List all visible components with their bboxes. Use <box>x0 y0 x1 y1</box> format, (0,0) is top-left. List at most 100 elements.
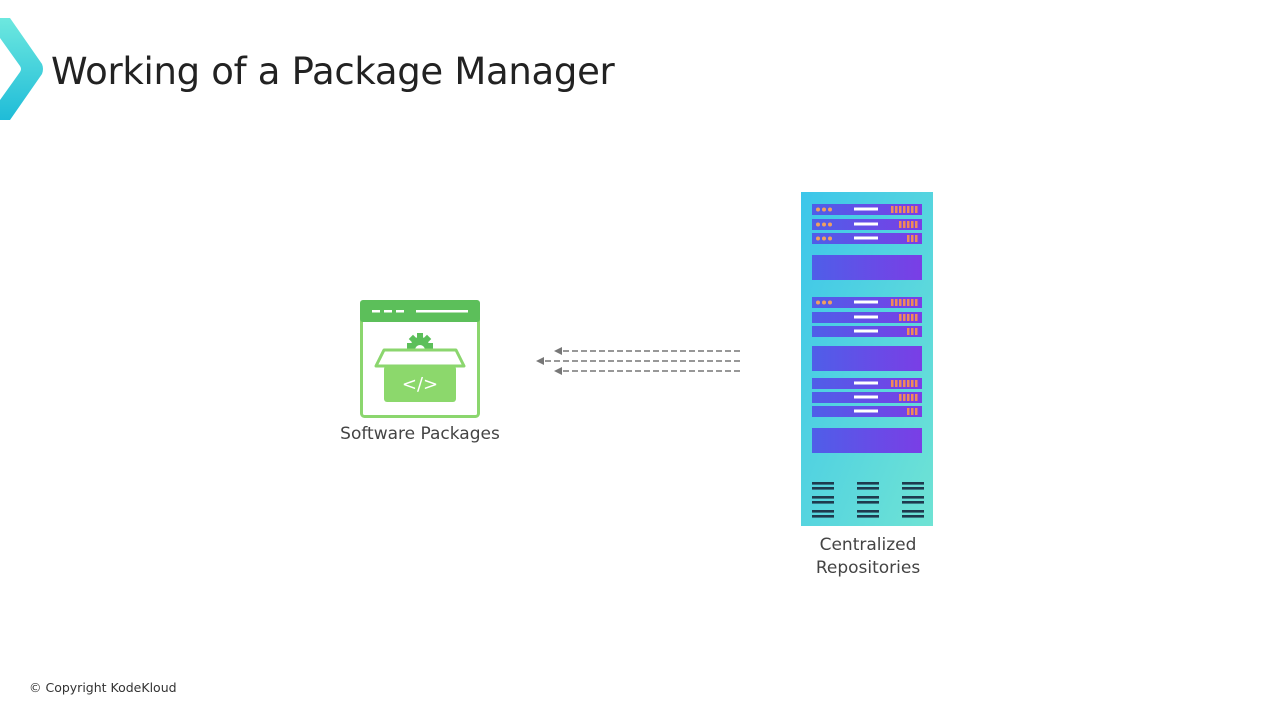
unit-slot <box>854 207 878 211</box>
unit-slot <box>854 300 878 304</box>
vent-bar <box>907 328 910 335</box>
centralized-repositories-label: Centralized Repositories <box>790 534 946 580</box>
grille-line <box>902 482 924 485</box>
vent-bar <box>911 408 914 415</box>
repo-label-line-1: Centralized <box>819 535 917 555</box>
led-dot <box>822 222 826 227</box>
vent-bar <box>903 221 906 228</box>
vent-bar <box>915 380 918 387</box>
download-arrows <box>536 347 740 375</box>
server-rack-icon <box>801 192 933 526</box>
led-dot <box>822 300 826 305</box>
vent-bar <box>915 206 918 213</box>
vent-bar <box>899 394 902 401</box>
unit-slot <box>854 395 878 399</box>
grille-line <box>812 510 834 513</box>
led-dot <box>828 222 832 227</box>
led-dot <box>816 222 820 227</box>
repo-label-line-2: Repositories <box>815 558 921 578</box>
arrowhead-top <box>554 347 562 355</box>
arrowhead-middle <box>536 357 544 365</box>
svg-text:</>: </> <box>402 374 438 395</box>
vent-bar <box>891 380 894 387</box>
vent-bar <box>907 314 910 321</box>
vent-bar <box>915 235 918 242</box>
vent-bar <box>915 394 918 401</box>
vent-bar <box>899 206 902 213</box>
grille-line <box>902 501 924 504</box>
unit-slot <box>854 409 878 413</box>
unit-slot <box>854 236 878 240</box>
vent-bar <box>911 206 914 213</box>
vent-bar <box>911 380 914 387</box>
led-dot <box>822 236 826 241</box>
vent-bar <box>915 408 918 415</box>
vent-bar <box>903 380 906 387</box>
vent-bar <box>899 380 902 387</box>
arrowhead-bottom <box>554 367 562 375</box>
led-dot <box>816 236 820 241</box>
grille-line <box>812 482 834 485</box>
grille-line <box>857 482 879 485</box>
vent-bar <box>911 221 914 228</box>
unit-slot <box>854 315 878 319</box>
vent-bar <box>911 314 914 321</box>
grille-line <box>812 515 834 518</box>
vent-bar <box>907 235 910 242</box>
grille-line <box>812 487 834 490</box>
grille-line <box>902 496 924 499</box>
page-title: Working of a Package Manager <box>51 50 615 93</box>
vent-bar <box>907 221 910 228</box>
vent-bar <box>915 299 918 306</box>
led-dot <box>822 207 826 212</box>
vent-bar <box>903 314 906 321</box>
vent-bar <box>899 314 902 321</box>
vent-bar <box>911 235 914 242</box>
vent-bar <box>895 206 898 213</box>
led-dot <box>828 236 832 241</box>
vent-bar <box>907 299 910 306</box>
vent-bar <box>915 314 918 321</box>
rack-block <box>812 428 922 453</box>
grille-line <box>902 515 924 518</box>
led-dot <box>816 300 820 305</box>
grille-line <box>857 510 879 513</box>
vent-bar <box>891 299 894 306</box>
led-dot <box>816 207 820 212</box>
vent-bar <box>911 394 914 401</box>
led-dot <box>828 207 832 212</box>
vent-bar <box>895 299 898 306</box>
rack-block <box>812 255 922 280</box>
vent-bar <box>903 206 906 213</box>
led-dot <box>828 300 832 305</box>
rack-block <box>812 346 922 371</box>
vent-bar <box>895 380 898 387</box>
grille-line <box>857 501 879 504</box>
grille-line <box>857 487 879 490</box>
grille-line <box>812 496 834 499</box>
vent-bar <box>915 221 918 228</box>
grille-line <box>902 510 924 513</box>
vent-bar <box>907 394 910 401</box>
vent-bar <box>911 299 914 306</box>
vent-bar <box>891 206 894 213</box>
vent-bar <box>907 380 910 387</box>
vent-bar <box>899 299 902 306</box>
vent-bar <box>903 394 906 401</box>
grille-line <box>857 496 879 499</box>
unit-slot <box>854 381 878 385</box>
unit-slot <box>854 329 878 333</box>
package-box-window-icon: </> <box>360 300 480 418</box>
grille-line <box>812 501 834 504</box>
grille-line <box>857 515 879 518</box>
unit-slot <box>854 222 878 226</box>
copyright-footer: © Copyright KodeKloud <box>29 680 177 695</box>
vent-bar <box>911 328 914 335</box>
vent-bar <box>907 206 910 213</box>
software-packages-label: Software Packages <box>340 424 500 444</box>
vent-bar <box>899 221 902 228</box>
grille-line <box>902 487 924 490</box>
vent-bar <box>907 408 910 415</box>
kodekloud-chevron-icon <box>0 18 43 120</box>
vent-bar <box>903 299 906 306</box>
